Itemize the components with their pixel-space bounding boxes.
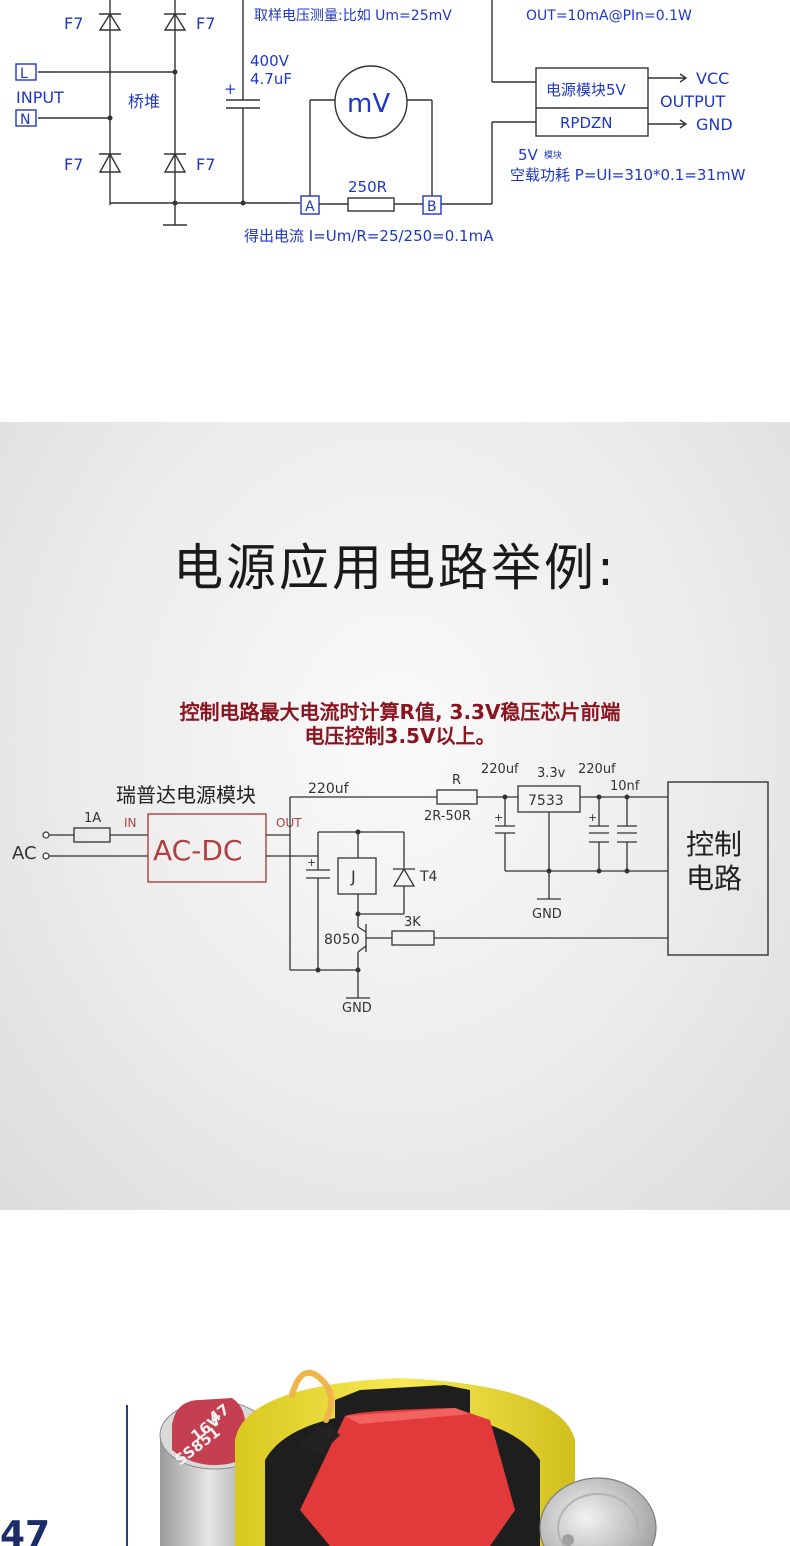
point-a-box xyxy=(300,195,320,215)
module-small-line1: 5V xyxy=(518,146,539,164)
bridge-diode-tr xyxy=(163,12,187,31)
diode-label-tr: F7 xyxy=(196,14,215,33)
resistor-r xyxy=(436,789,478,805)
out-label: OUT xyxy=(276,816,302,830)
diode-label-br: F7 xyxy=(196,155,215,174)
cap-value: 4.7uF xyxy=(250,70,292,88)
bridge-diode-tl xyxy=(98,12,122,31)
r-label: R xyxy=(452,773,461,788)
diode-label-bl: F7 xyxy=(64,155,83,174)
resistor-3k xyxy=(391,930,435,946)
measurement-schematic: F7 F7 F7 F7 L N INPUT 桥堆 + 400V 4.7uF 取样… xyxy=(15,0,746,245)
vcc-label: VCC xyxy=(696,69,729,88)
sense-resistor xyxy=(347,197,395,212)
bridge-label: 桥堆 xyxy=(128,92,160,111)
cap1-value: 220uf xyxy=(308,781,350,797)
ac-label: AC xyxy=(12,843,37,864)
gnd-label: GND xyxy=(696,115,733,134)
module-small-tag: 模块 xyxy=(544,149,562,161)
side-text: 47 xyxy=(0,1514,50,1546)
bridge-diode-bl xyxy=(98,152,122,173)
in-label: IN xyxy=(124,816,137,830)
terminal-l-label: L xyxy=(20,66,28,82)
relay xyxy=(337,857,377,895)
cap-voltage: 400V xyxy=(250,52,290,70)
diode-label-tl: F7 xyxy=(64,14,83,33)
point-a-label: A xyxy=(305,199,315,215)
control-circuit-block xyxy=(667,781,769,956)
application-circuit-section: 电源应用电路举例: 控制电路最大电流时计算R值, 3.3V稳压芯片前端 电压控制… xyxy=(0,422,790,1210)
output-label: OUTPUT xyxy=(660,92,725,111)
terminal-n-box xyxy=(15,109,37,127)
product-photo-section: 47 47 16V SS851 xyxy=(0,1210,790,1546)
module-caption: 瑞普达电源模块 xyxy=(116,783,256,807)
cap-plus: + xyxy=(224,80,237,98)
r-range: 2R-50R xyxy=(424,809,471,824)
cap4-value: 10nf xyxy=(610,779,640,794)
measurement-schematic-section: F7 F7 F7 F7 L N INPUT 桥堆 + 400V 4.7uF 取样… xyxy=(0,0,790,422)
power-note: 空载功耗 P=UI=310*0.1=31mW xyxy=(510,166,746,184)
module-name: RPDZN xyxy=(560,114,613,132)
transistor-label: 8050 xyxy=(324,932,360,948)
app-note-line1: 控制电路最大电流时计算R值, 3.3V稳压芯片前端 xyxy=(180,700,621,724)
diode-label: T4 xyxy=(419,869,438,885)
section-title: 电源应用电路举例: xyxy=(173,539,617,597)
lead-wire xyxy=(289,1369,335,1423)
current-note: 得出电流 I=Um/R=25/250=0.1mA xyxy=(244,227,494,245)
gnd1-label: GND xyxy=(342,1001,372,1016)
input-label: INPUT xyxy=(16,88,64,107)
module-title: 电源模块5V xyxy=(546,81,627,99)
cap3-value: 220uf xyxy=(578,762,616,777)
application-circuit: 控制电路最大电流时计算R值, 3.3V稳压芯片前端 电压控制3.5V以上。 瑞普… xyxy=(12,700,769,1016)
cap2-value: 220uf xyxy=(481,762,519,777)
control-line1: 控制 xyxy=(686,828,742,861)
transformer xyxy=(235,1369,575,1546)
resistor-value: 250R xyxy=(348,178,387,196)
terminal-n-label: N xyxy=(20,112,30,128)
reg-voltage: 3.3v xyxy=(537,766,566,781)
small-capacitor xyxy=(539,1477,657,1546)
svg-text:+: + xyxy=(307,856,316,869)
regulator-label: 7533 xyxy=(528,793,564,809)
gnd2-label: GND xyxy=(532,907,562,922)
freewheel-diode xyxy=(392,867,416,887)
sampling-note: 取样电压测量:比如 Um=25mV xyxy=(254,8,452,24)
product-photo: 47 47 16V SS851 xyxy=(0,1369,657,1546)
fuse-value: 1A xyxy=(84,811,101,826)
terminal-l-box xyxy=(15,63,37,81)
bridge-diode-br xyxy=(163,152,187,173)
relay-label: J xyxy=(350,867,356,886)
millivolt-meter xyxy=(334,65,408,139)
output-note: OUT=10mA@PIn=0.1W xyxy=(526,8,692,24)
point-b-label: B xyxy=(427,199,437,215)
power-module-box xyxy=(535,67,649,137)
resistor-3k-label: 3K xyxy=(404,915,421,930)
point-b-box xyxy=(422,195,442,215)
fuse xyxy=(73,827,111,843)
svg-text:+: + xyxy=(494,811,503,824)
module-text: AC-DC xyxy=(153,834,242,867)
app-note-line2: 电压控制3.5V以上。 xyxy=(305,724,496,748)
ac-dc-module xyxy=(147,813,267,883)
control-line2: 电路 xyxy=(686,862,742,895)
meter-label: mV xyxy=(347,89,390,119)
svg-text:+: + xyxy=(588,811,597,824)
transformer-core-tape xyxy=(300,1408,515,1546)
